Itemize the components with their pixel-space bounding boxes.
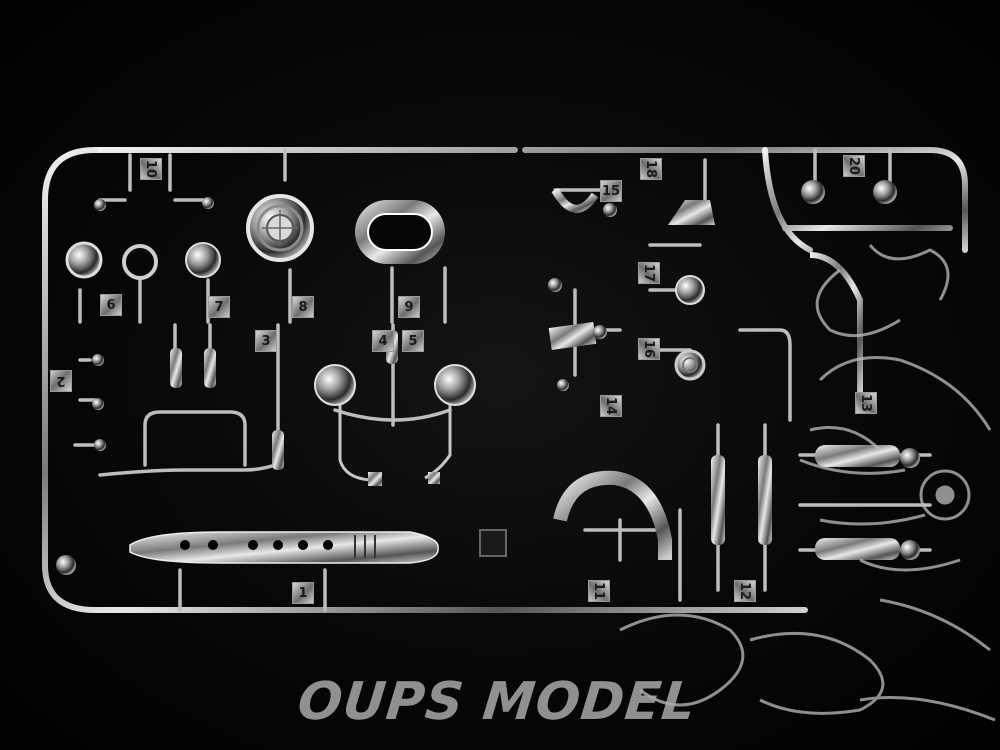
lamp-parts-right xyxy=(668,180,897,381)
oval-lamp-part xyxy=(355,200,445,264)
part-number-tag: 6 xyxy=(100,294,122,316)
part-number-tag: 5 xyxy=(402,330,424,352)
headlight-part xyxy=(246,194,314,262)
cartoon-creature-icon xyxy=(619,244,996,722)
part-number-tag: 17 xyxy=(638,262,660,284)
part-number-tag: 8 xyxy=(292,296,314,318)
part-number-tag: 7 xyxy=(208,296,230,318)
part-number-tag: 11 xyxy=(588,580,610,602)
part-number-tag: 14 xyxy=(600,395,622,417)
part-number-tag: 4 xyxy=(372,330,394,352)
shock-parts xyxy=(711,445,920,560)
ejector-mark xyxy=(56,555,76,575)
gate-square xyxy=(479,529,507,557)
part-number-tag: 2 xyxy=(50,370,72,392)
sprue-frame xyxy=(42,147,968,613)
fender-part xyxy=(553,252,863,560)
mirror-parts xyxy=(65,197,221,280)
part-number-tag: 18 xyxy=(640,158,662,180)
part-number-tag: 20 xyxy=(843,155,865,177)
part-number-tag: 13 xyxy=(855,392,877,414)
exhaust-pipe-part xyxy=(129,531,439,564)
watermark-text: OUPS MODEL xyxy=(294,672,700,732)
handlebar-mirror-parts xyxy=(314,364,476,486)
part-number-tag: 10 xyxy=(140,158,162,180)
part-number-tag: 3 xyxy=(255,330,277,352)
part-number-tag: 15 xyxy=(600,180,622,202)
part-number-tag: 1 xyxy=(292,582,314,604)
part-number-tag: 12 xyxy=(734,580,756,602)
fork-bracket-part xyxy=(548,187,617,391)
part-number-tag: 16 xyxy=(638,338,660,360)
part-number-tag: 9 xyxy=(398,296,420,318)
